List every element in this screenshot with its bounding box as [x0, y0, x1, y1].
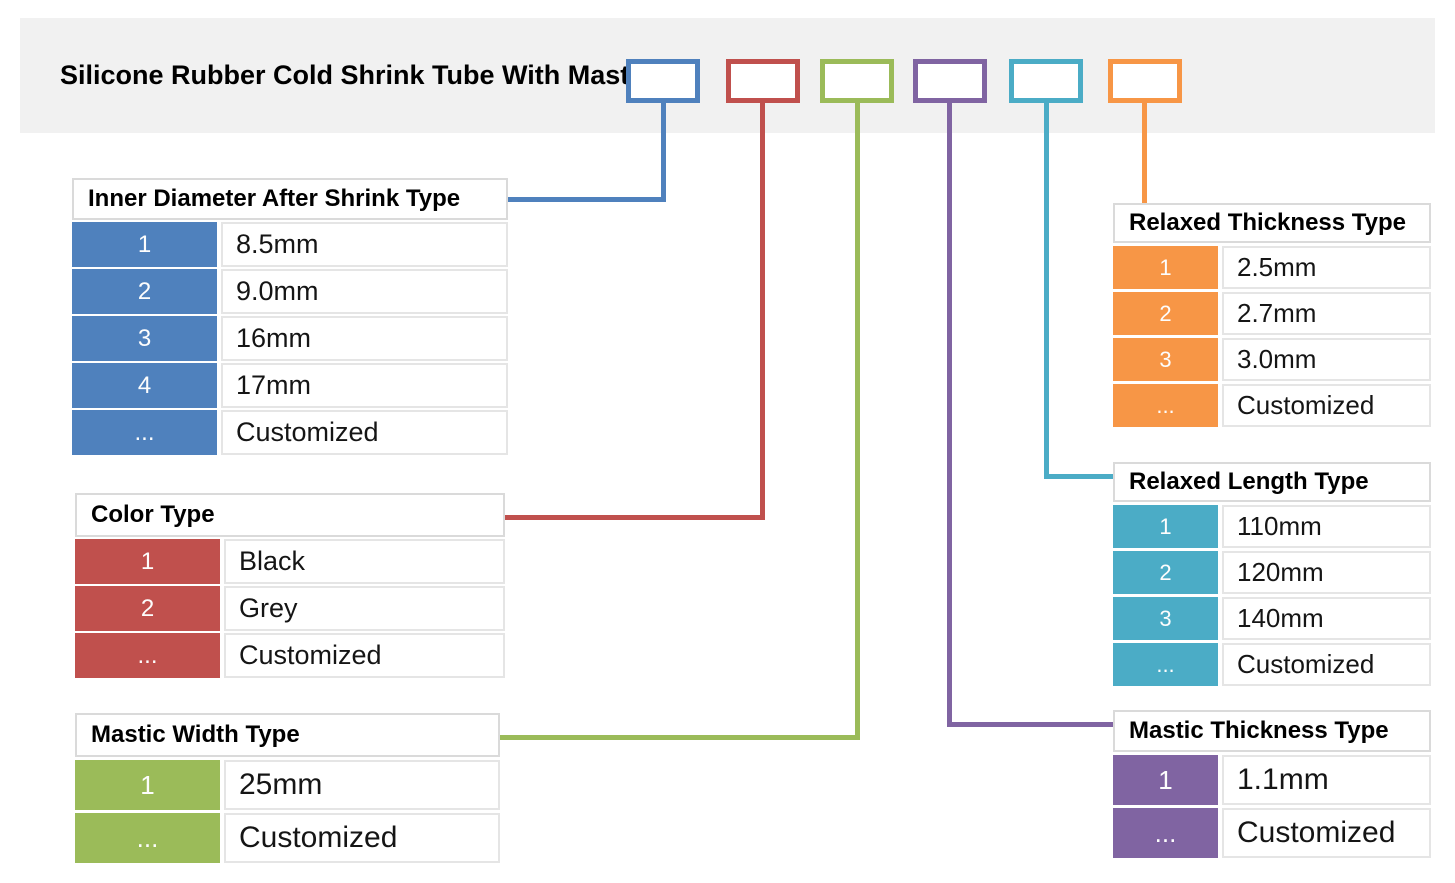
value-cell: 120mm — [1222, 551, 1431, 594]
table-row: 2 9.0mm — [72, 269, 508, 314]
value-cell: Black — [224, 539, 505, 584]
code-cell: ... — [1113, 384, 1218, 427]
connector-mastic-width-vertical — [855, 103, 860, 740]
table-row: ... Customized — [1113, 643, 1431, 686]
table-row: 2 120mm — [1113, 551, 1431, 594]
table-row: 2 2.7mm — [1113, 292, 1431, 335]
connector-inner-diameter-horizontal — [508, 197, 666, 202]
value-cell: 2.7mm — [1222, 292, 1431, 335]
value-cell: 25mm — [224, 760, 500, 810]
table-title: Mastic Thickness Type — [1113, 710, 1431, 752]
value-cell: Customized — [224, 813, 500, 863]
table-row: 3 16mm — [72, 316, 508, 361]
code-box-color-type — [726, 59, 800, 103]
table-row: 1 25mm — [75, 760, 500, 810]
value-cell: Customized — [224, 633, 505, 678]
table-row: 1 1.1mm — [1113, 755, 1431, 805]
value-cell: 8.5mm — [221, 222, 508, 267]
table-row: ... Customized — [75, 813, 500, 863]
table-relaxed-thickness: Relaxed Thickness Type 1 2.5mm 2 2.7mm 3… — [1113, 203, 1431, 427]
code-cell: ... — [72, 410, 217, 455]
table-row: ... Customized — [72, 410, 508, 455]
code-cell: 1 — [75, 760, 220, 810]
code-cell: 1 — [72, 222, 217, 267]
table-inner-diameter: Inner Diameter After Shrink Type 1 8.5mm… — [72, 178, 508, 455]
code-box-mastic-thickness — [913, 59, 987, 103]
table-row: 1 8.5mm — [72, 222, 508, 267]
connector-mastic-thickness-horizontal — [947, 722, 1115, 727]
value-cell: Customized — [1222, 643, 1431, 686]
page-title: Silicone Rubber Cold Shrink Tube With Ma… — [60, 60, 661, 90]
table-row: 3 3.0mm — [1113, 338, 1431, 381]
connector-relaxed-thickness-vertical — [1142, 103, 1147, 203]
code-box-relaxed-length — [1009, 59, 1083, 103]
table-row: 3 140mm — [1113, 597, 1431, 640]
code-cell: 2 — [1113, 551, 1218, 594]
code-cell: 1 — [1113, 505, 1218, 548]
code-box-mastic-width — [820, 59, 894, 103]
table-row: ... Customized — [1113, 384, 1431, 427]
connector-color-type-horizontal — [505, 515, 765, 520]
code-cell: ... — [75, 813, 220, 863]
table-row: ... Customized — [1113, 808, 1431, 858]
code-cell: 1 — [1113, 246, 1218, 289]
connector-color-type-vertical — [760, 103, 765, 520]
value-cell: Customized — [1222, 808, 1431, 858]
code-cell: 2 — [72, 269, 217, 314]
table-mastic-thickness: Mastic Thickness Type 1 1.1mm ... Custom… — [1113, 710, 1431, 858]
table-mastic-width: Mastic Width Type 1 25mm ... Customized — [75, 713, 500, 863]
value-cell: 9.0mm — [221, 269, 508, 314]
table-row: ... Customized — [75, 633, 505, 678]
value-cell: 1.1mm — [1222, 755, 1431, 805]
value-cell: 3.0mm — [1222, 338, 1431, 381]
code-box-relaxed-thickness — [1108, 59, 1182, 103]
connector-relaxed-length-horizontal — [1044, 474, 1115, 479]
table-row: 2 Grey — [75, 586, 505, 631]
code-cell: ... — [1113, 643, 1218, 686]
code-cell: ... — [75, 633, 220, 678]
table-title: Relaxed Length Type — [1113, 462, 1431, 502]
title-banner: Silicone Rubber Cold Shrink Tube With Ma… — [20, 18, 1435, 133]
table-title: Mastic Width Type — [75, 713, 500, 757]
value-cell: Customized — [1222, 384, 1431, 427]
code-cell: 4 — [72, 363, 217, 408]
connector-mastic-width-horizontal — [500, 735, 860, 740]
value-cell: 140mm — [1222, 597, 1431, 640]
code-cell: 3 — [1113, 338, 1218, 381]
connector-inner-diameter-vertical — [661, 103, 666, 202]
table-title: Inner Diameter After Shrink Type — [72, 178, 508, 220]
value-cell: Customized — [221, 410, 508, 455]
value-cell: 2.5mm — [1222, 246, 1431, 289]
table-title: Relaxed Thickness Type — [1113, 203, 1431, 243]
table-color-type: Color Type 1 Black 2 Grey ... Customized — [75, 493, 505, 678]
value-cell: 17mm — [221, 363, 508, 408]
value-cell: Grey — [224, 586, 505, 631]
code-cell: 2 — [75, 586, 220, 631]
code-cell: ... — [1113, 808, 1218, 858]
table-row: 4 17mm — [72, 363, 508, 408]
code-cell: 3 — [1113, 597, 1218, 640]
table-title: Color Type — [75, 493, 505, 537]
code-cell: 2 — [1113, 292, 1218, 335]
code-box-inner-diameter — [626, 59, 700, 103]
value-cell: 16mm — [221, 316, 508, 361]
table-row: 1 2.5mm — [1113, 246, 1431, 289]
code-cell: 1 — [75, 539, 220, 584]
value-cell: 110mm — [1222, 505, 1431, 548]
table-row: 1 110mm — [1113, 505, 1431, 548]
table-row: 1 Black — [75, 539, 505, 584]
connector-mastic-thickness-vertical — [947, 103, 952, 727]
table-relaxed-length: Relaxed Length Type 1 110mm 2 120mm 3 14… — [1113, 462, 1431, 686]
connector-relaxed-length-vertical — [1044, 103, 1049, 479]
code-cell: 3 — [72, 316, 217, 361]
code-cell: 1 — [1113, 755, 1218, 805]
